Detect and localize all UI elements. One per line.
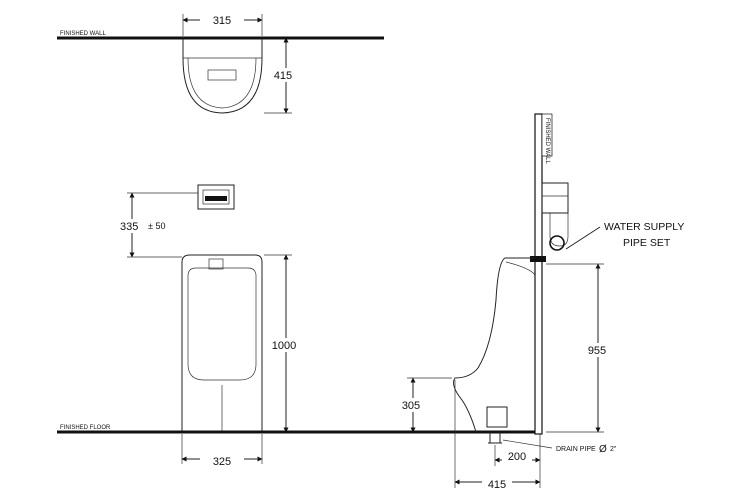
plan-view: FINISHED WALL 315 415 — [57, 12, 384, 114]
dim-415-side: 415 — [488, 479, 506, 491]
flush-valve — [197, 184, 235, 210]
front-spud — [208, 258, 224, 270]
dim-1000: 1000 — [272, 340, 296, 352]
plan-spud — [207, 69, 237, 81]
flush-button — [205, 196, 227, 201]
front-bowl-inner — [187, 267, 257, 381]
water-supply-label-line2: PIPE SET — [623, 237, 671, 249]
dim-325: 325 — [213, 456, 231, 468]
dim-315: 315 — [213, 15, 231, 27]
finished-wall-side-label: FINISHED WALL — [544, 118, 550, 164]
water-supply-label-line1: WATER SUPPLY — [604, 221, 684, 233]
plan-bowl-inner — [187, 57, 257, 109]
dim-955: 955 — [588, 345, 606, 357]
side-finished-wall — [534, 113, 543, 435]
finished-wall-label: FINISHED WALL — [60, 31, 106, 37]
supply-pipe-fitting — [549, 235, 565, 251]
side-urinal-profile — [453, 257, 535, 433]
drain-pipe-leader — [502, 439, 553, 449]
side-drain-box — [486, 406, 508, 428]
front-view: 335 ± 50 1000 325 — [112, 184, 304, 468]
side-view: FINISHED WALL 305 955 200 — [396, 113, 684, 491]
dim-200: 200 — [508, 451, 526, 463]
dim-305: 305 — [402, 400, 420, 412]
dim-335-tolerance: ± 50 — [148, 221, 165, 231]
plan-bowl-outline — [182, 38, 263, 114]
finished-floor-label: FINISHED FLOOR — [60, 425, 111, 431]
side-flush-box — [541, 182, 569, 214]
dim-335: 335 — [120, 221, 138, 233]
dim-415-top: 415 — [274, 70, 292, 82]
drain-pipe-size: 2" — [610, 446, 617, 453]
drain-pipe-label: DRAIN PIPE — [556, 446, 596, 453]
front-urinal-outline — [181, 254, 263, 432]
diameter-symbol: Ø — [599, 444, 607, 455]
water-supply-leader — [565, 226, 601, 250]
